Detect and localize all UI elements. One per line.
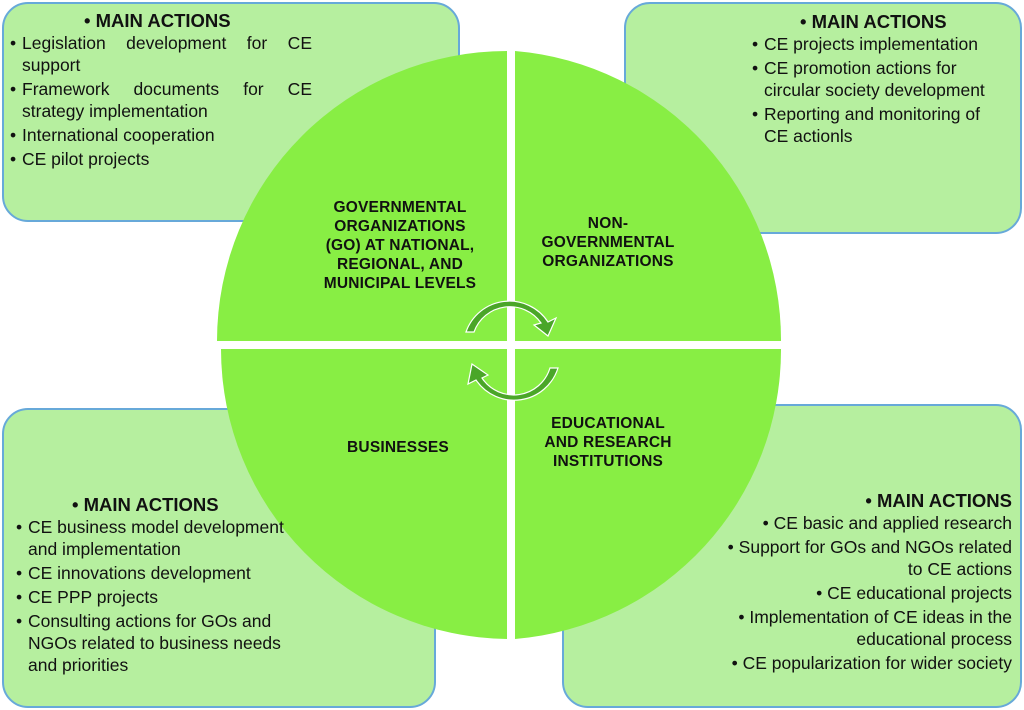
list-item: CE popularization for wider society [716, 652, 1012, 674]
quadrant-businesses [221, 349, 507, 639]
quadrant-ngo [515, 51, 782, 341]
quadrant-education [515, 349, 782, 639]
main-actions-heading: • MAIN ACTIONS [72, 494, 219, 515]
list-item: CE pilot projects [10, 148, 312, 170]
ngo-actions-list: CE projects implementation CE promotion … [752, 33, 1002, 147]
list-item: CE basic and applied research [716, 512, 1012, 534]
quadrant-label-education: EDUCATIONAL AND RESEARCH INSTITUTIONS [544, 415, 672, 470]
list-item: CE promotion actions for circular societ… [752, 57, 1002, 101]
list-item: CE PPP projects [16, 586, 296, 608]
list-item: CE innovations development [16, 562, 296, 584]
ngo-actions-text: • MAIN ACTIONS CE projects implementatio… [752, 11, 1002, 149]
go-actions-list: Legislation development for CE support F… [10, 32, 312, 170]
list-item: CE projects implementation [752, 33, 1002, 55]
main-actions-heading: • MAIN ACTIONS [800, 11, 947, 32]
list-item: Framework documents for CE strategy impl… [10, 78, 312, 122]
quadrant-label-ngo: NON- GOVERNMENTAL ORGANIZATIONS [541, 215, 675, 270]
list-item: Reporting and monitoring of CE actionls [752, 103, 1002, 147]
quadrant-label-businesses: BUSINESSES [347, 439, 449, 456]
list-item: Legislation development for CE support [10, 32, 312, 76]
business-actions-list: CE business model development and implem… [16, 516, 296, 676]
list-item: International cooperation [10, 124, 312, 146]
list-item: CE business model development and implem… [16, 516, 296, 560]
list-item: CE educational projects [716, 582, 1012, 604]
main-actions-heading: • MAIN ACTIONS [84, 10, 231, 31]
main-actions-heading: • MAIN ACTIONS [865, 490, 1012, 511]
list-item: Consulting actions for GOs and NGOs rela… [16, 610, 296, 676]
business-actions-text: • MAIN ACTIONS CE business model develop… [16, 494, 296, 678]
go-actions-text: • MAIN ACTIONS Legislation development f… [10, 10, 312, 172]
education-actions-list: CE basic and applied research Support fo… [716, 512, 1012, 674]
list-item: Support for GOs and NGOs related to CE a… [716, 536, 1012, 580]
cycle-arrow-icon [465, 300, 559, 401]
quadrant-label-go: GOVERNMENTAL ORGANIZATIONS (GO) AT NATIO… [323, 199, 477, 292]
list-item: Implementation of CE ideas in the educat… [716, 606, 1012, 650]
quadrant-go [217, 51, 507, 341]
education-actions-text: • MAIN ACTIONS CE basic and applied rese… [716, 490, 1012, 676]
